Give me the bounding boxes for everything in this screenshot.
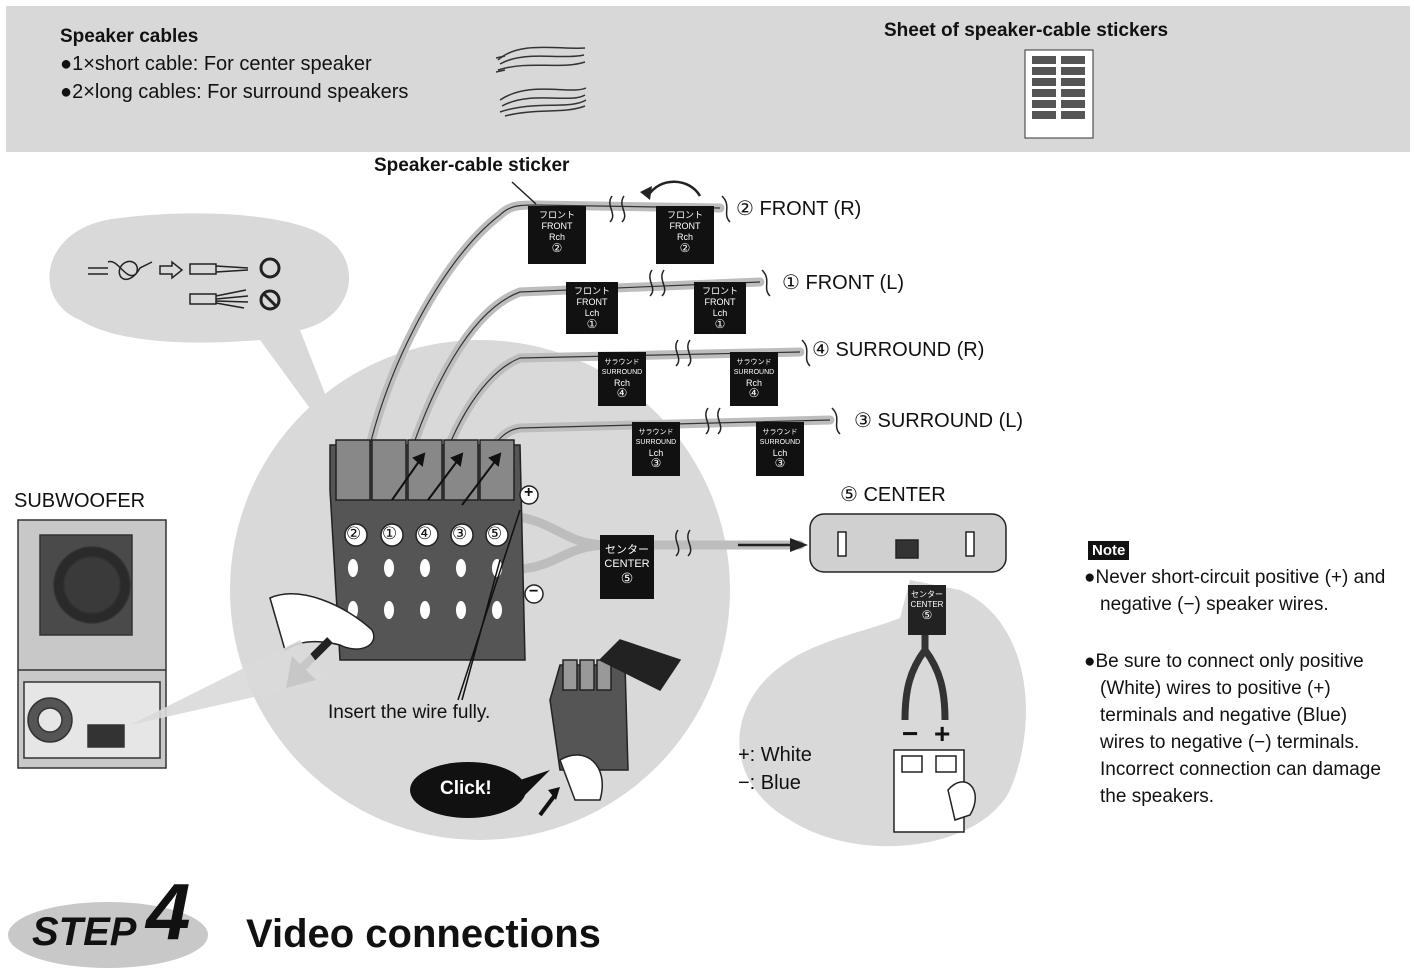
step-number: 4 xyxy=(146,867,191,956)
subwoofer-illustration xyxy=(17,519,167,769)
insert-arrows xyxy=(391,452,521,701)
insert-instruction: Insert the wire fully. xyxy=(328,702,491,723)
hand-illustration xyxy=(269,593,375,652)
click-bubble xyxy=(410,762,526,818)
cables-title: Speaker cables xyxy=(60,26,199,47)
twist-wire-icon xyxy=(88,257,281,311)
center-terminal-plus: + xyxy=(934,718,951,749)
cable-item-short: ●1×short cable: For center speaker xyxy=(60,53,372,75)
note-tag: Note xyxy=(1088,541,1130,560)
minus-sign: − xyxy=(529,583,539,600)
terminal-block xyxy=(329,439,526,661)
subwoofer-label: SUBWOOFER xyxy=(14,490,146,512)
short-cable-illustration xyxy=(495,46,586,73)
channel-label-front-r: ② FRONT (R) xyxy=(736,198,862,220)
stripping-callout xyxy=(49,213,356,471)
center-terminal-minus: − xyxy=(902,718,919,749)
center-sticker-on-wire xyxy=(908,585,946,635)
terminal-number-4: ④ xyxy=(417,524,433,543)
center-wire-illustration xyxy=(901,620,949,721)
cable-break-marks xyxy=(609,195,841,557)
plus-sign: + xyxy=(524,484,534,501)
channel-label-front-l: ① FRONT (L) xyxy=(782,272,905,294)
sticker-callout-label: Speaker-cable sticker xyxy=(374,155,570,176)
minus-terminal-mark xyxy=(524,584,544,604)
channel-label-surround-r: ④ SURROUND (R) xyxy=(812,339,985,361)
click-inset-illustration xyxy=(549,639,682,801)
stickers-title: Sheet of speaker-cable stickers xyxy=(884,20,1169,41)
polarity-blue: −: Blue xyxy=(738,772,801,794)
center-speaker-illustration xyxy=(809,513,1007,573)
polarity-white: +: White xyxy=(738,744,812,766)
center-terminal-block xyxy=(893,749,976,833)
step-word: STEP xyxy=(32,910,137,954)
sticker-sheet-illustration xyxy=(1024,49,1094,139)
terminal-number-5: ⑤ xyxy=(487,524,503,543)
cable-item-long: ●2×long cables: For surround speakers xyxy=(60,81,409,103)
terminal-number-2: ② xyxy=(346,524,362,543)
long-cable-illustration xyxy=(499,87,587,117)
note-item-1: ●Never short-circuit positive (+) and ne… xyxy=(1084,567,1386,615)
step-badge xyxy=(8,902,208,968)
click-text: Click! xyxy=(440,778,492,799)
page-title: Video connections xyxy=(246,912,601,956)
terminal-number-3: ③ xyxy=(452,524,468,543)
center-terminal-callout xyxy=(739,580,1026,847)
note-item-2: ●Be sure to connect only positive (White… xyxy=(1084,651,1381,807)
channel-label-surround-l: ③ SURROUND (L) xyxy=(854,410,1024,432)
channel-label-center: ⑤ CENTER xyxy=(840,484,946,506)
accessories-panel xyxy=(6,6,1410,152)
terminal-number-1: ① xyxy=(382,524,398,543)
plus-terminal-mark xyxy=(519,485,539,505)
